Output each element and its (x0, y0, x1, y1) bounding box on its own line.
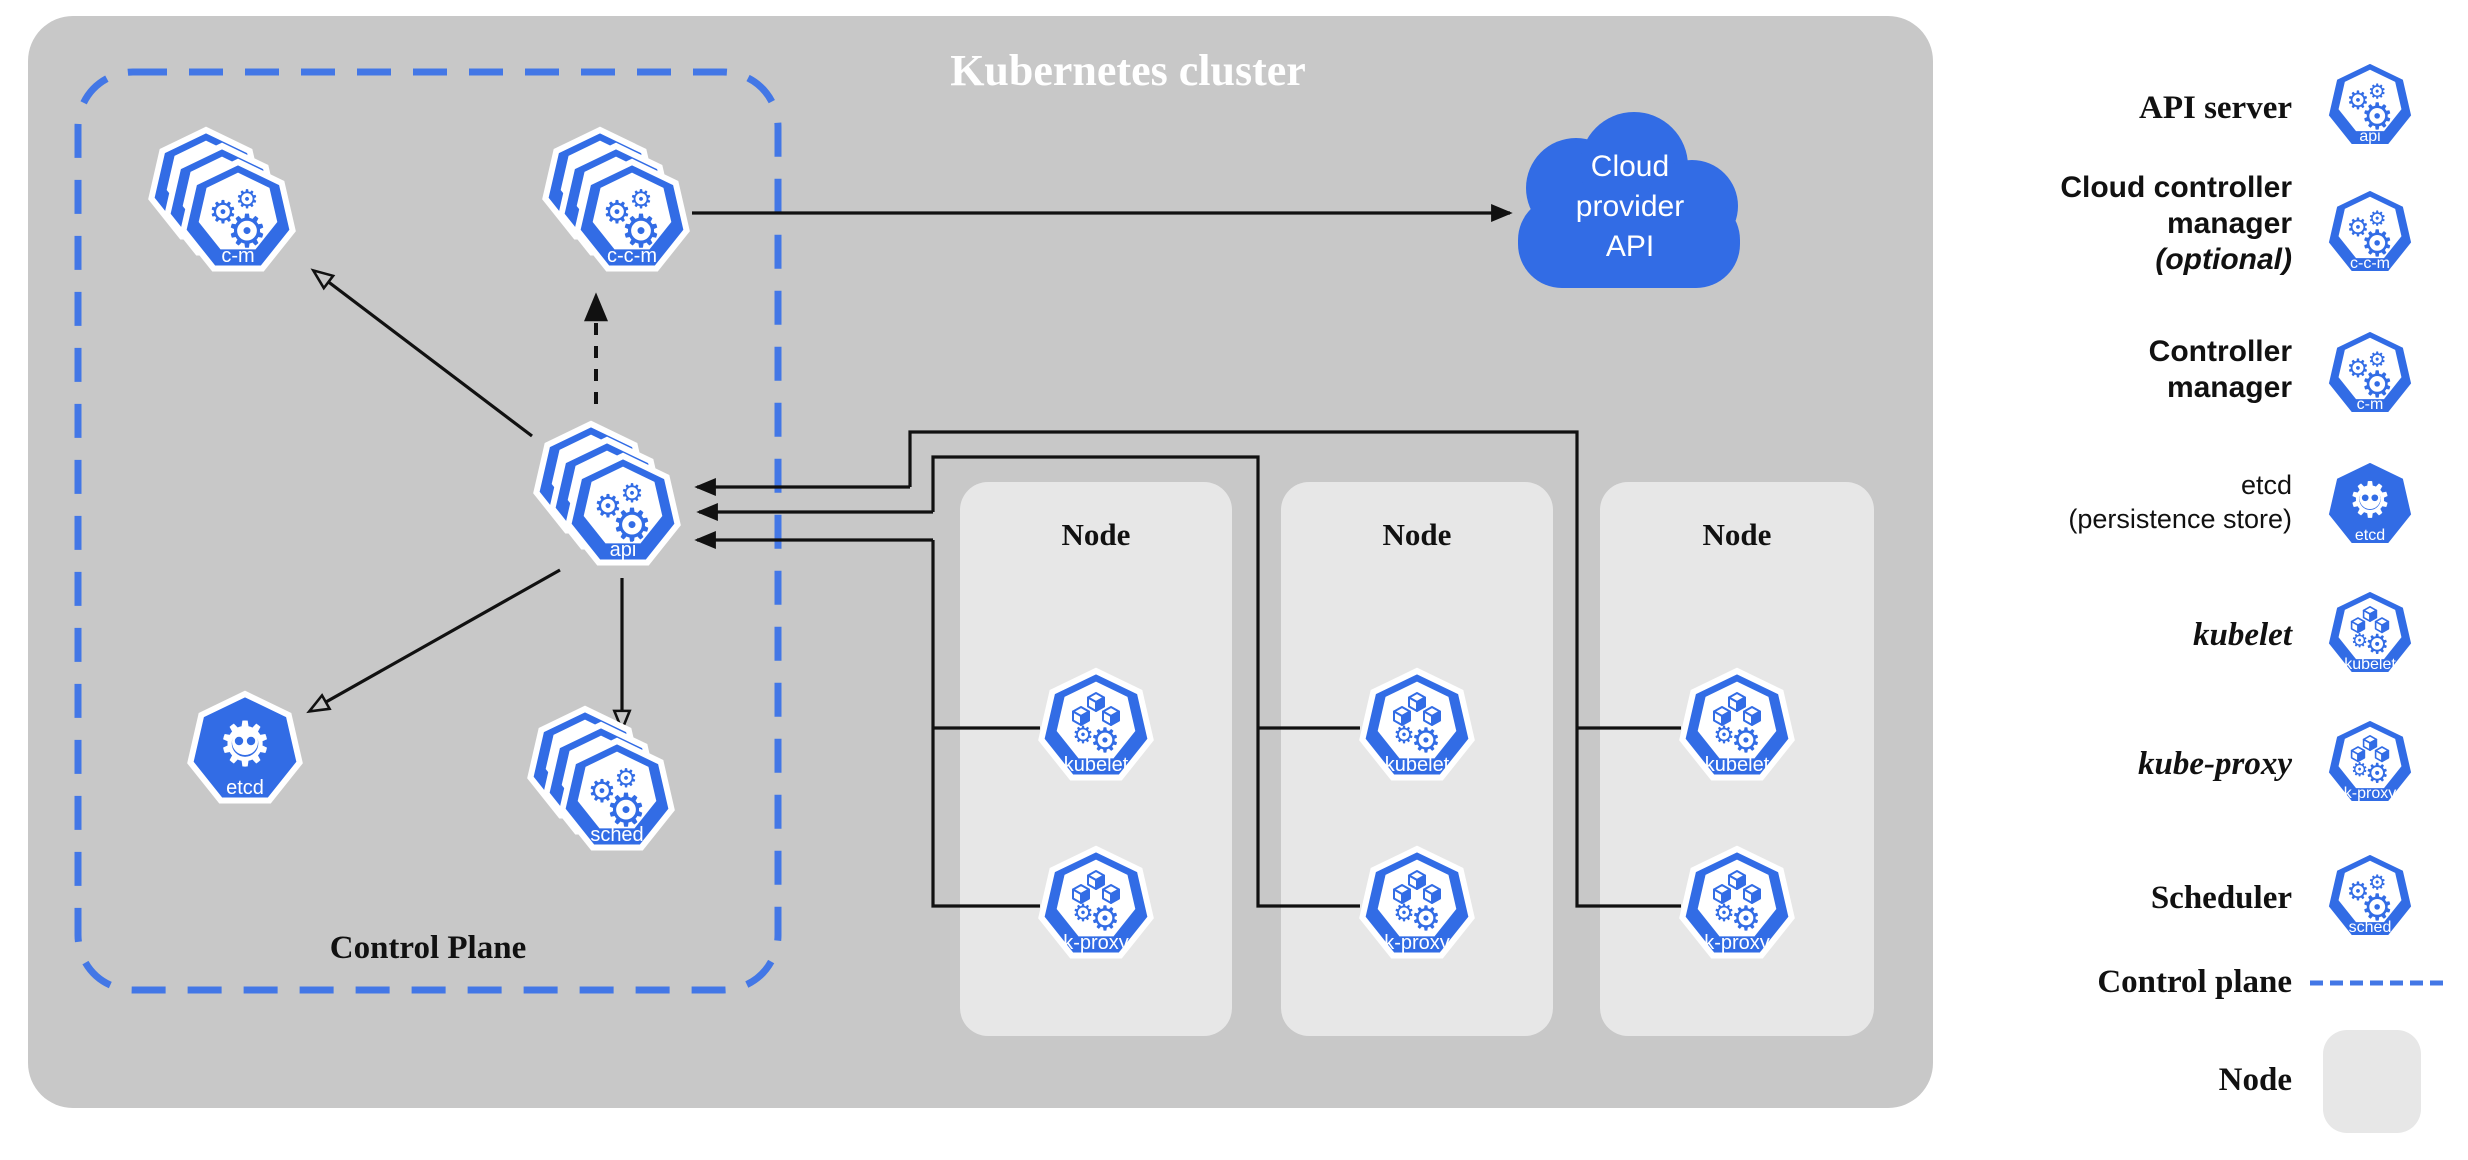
legend-item-api-server: API server api (2139, 61, 2414, 146)
controller-manager-icon: c-m (151, 130, 292, 269)
legend-label: (optional) (2155, 243, 2292, 276)
legend-label: Cloud controller (2060, 171, 2292, 204)
api-to-cm-arrow (310, 268, 533, 438)
node2-to-api-connection (696, 455, 1360, 908)
node-2-label: Node (1383, 517, 1452, 552)
control-plane-label: Control Plane (330, 930, 526, 966)
control-plane-boundary (74, 68, 782, 994)
kubelet-icon-label: kubelet (1705, 754, 1770, 776)
cloud-label-line2: provider (1576, 190, 1684, 223)
legend-icon-label: api (2359, 128, 2380, 145)
node-swatch (2323, 1030, 2421, 1133)
ccm-legend-icon: c-c-m (2326, 188, 2413, 273)
node-3-label: Node (1703, 517, 1772, 552)
legend-item-cloud-controller-manager: Cloud controller manager (optional) c-c-… (2060, 171, 2413, 276)
node2-kubelet-icon: kubelet (1362, 671, 1471, 778)
node3-kubelet-icon: kubelet (1682, 671, 1791, 778)
legend-icon-label: c-m (2357, 396, 2384, 413)
legend-item-scheduler: Scheduler sched (2151, 852, 2414, 937)
node3-kproxy-icon: k-proxy (1682, 849, 1791, 956)
kproxy-legend-icon: k-proxy (2326, 718, 2413, 803)
legend-icon-label: etcd (2355, 527, 2385, 544)
node-1-label: Node (1062, 517, 1131, 552)
legend-item-control-plane: Control plane (2097, 964, 2445, 1000)
legend-icon-label: sched (2349, 919, 2392, 936)
legend-icon-label: k-proxy (2344, 785, 2396, 802)
etcd-legend-icon: etcd (2326, 460, 2413, 545)
legend-item-controller-manager: Controller manager c-m (2149, 329, 2414, 414)
controller-manager-icon-label: c-m (221, 245, 254, 267)
legend-label: kubelet (2193, 617, 2293, 653)
legend-label: API server (2139, 90, 2292, 126)
legend-item-node: Node (2219, 1030, 2421, 1133)
legend-label: kube-proxy (2138, 746, 2292, 782)
connection-line (931, 540, 1040, 908)
legend-label: etcd (2241, 470, 2292, 500)
legend: API server api Cloud controller manager … (2060, 61, 2445, 1133)
cloud-label-line1: Cloud (1591, 150, 1669, 183)
legend-label: Control plane (2097, 964, 2292, 1000)
cloud-icon (1518, 112, 1740, 288)
kubelet-legend-icon: kubelet (2326, 589, 2413, 674)
legend-label: (persistence store) (2068, 504, 2292, 534)
api-to-etcd-arrow (306, 568, 561, 714)
legend-label: Scheduler (2151, 880, 2292, 916)
kproxy-icon-label: k-proxy (1384, 932, 1450, 954)
node1-kproxy-icon: k-proxy (1041, 849, 1150, 956)
legend-label: manager (2167, 371, 2292, 404)
legend-item-kubelet: kubelet kubelet (2193, 589, 2414, 674)
kubelet-icon-label: kubelet (1385, 754, 1450, 776)
scheduler-icon-label: sched (590, 824, 643, 846)
legend-item-etcd: etcd (persistence store) etcd (2068, 460, 2413, 545)
cloud-controller-manager-icon-label: c-c-m (607, 245, 657, 267)
legend-item-kube-proxy: kube-proxy k-proxy (2138, 718, 2414, 803)
connection-line (908, 430, 1681, 908)
legend-label: Node (2219, 1062, 2292, 1098)
etcd-icon: etcd (190, 694, 299, 801)
api-server-legend-icon: api (2326, 61, 2413, 146)
node3-to-api-connection (694, 430, 1681, 908)
api-server-icon-label: api (610, 539, 637, 561)
connection-line (931, 455, 1360, 908)
scheduler-icon: sched (530, 709, 671, 848)
etcd-icon-label: etcd (226, 777, 264, 799)
cloud-label-line3: API (1606, 230, 1654, 263)
kproxy-icon-label: k-proxy (1704, 932, 1770, 954)
legend-label: Controller (2149, 335, 2293, 368)
legend-icon-label: kubelet (2344, 656, 2396, 673)
cloud-controller-manager-icon: c-c-m (545, 130, 686, 269)
cluster-title: Kubernetes cluster (950, 46, 1306, 95)
node2-kproxy-icon: k-proxy (1362, 849, 1471, 956)
legend-label: manager (2167, 207, 2292, 240)
legend-icon-label: c-c-m (2350, 255, 2390, 272)
sched-legend-icon: sched (2326, 852, 2413, 937)
kubelet-icon-label: kubelet (1064, 754, 1129, 776)
cloud-provider-api: Cloud provider API (1518, 112, 1740, 288)
api-server-icon: api (536, 424, 677, 563)
kproxy-icon-label: k-proxy (1063, 932, 1129, 954)
node1-to-api-connection (694, 531, 1040, 908)
node1-kubelet-icon: kubelet (1041, 671, 1150, 778)
cm-legend-icon: c-m (2326, 329, 2413, 414)
